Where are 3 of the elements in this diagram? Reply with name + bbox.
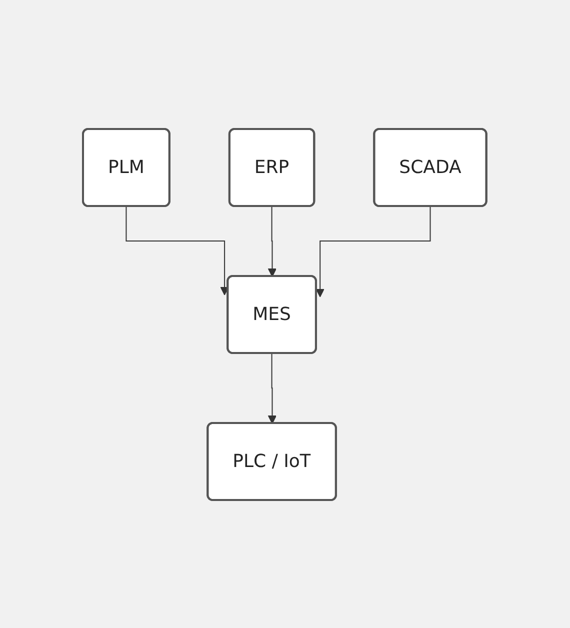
arrow (316, 206, 432, 297)
arrow (268, 352, 277, 424)
arrow (268, 206, 277, 276)
